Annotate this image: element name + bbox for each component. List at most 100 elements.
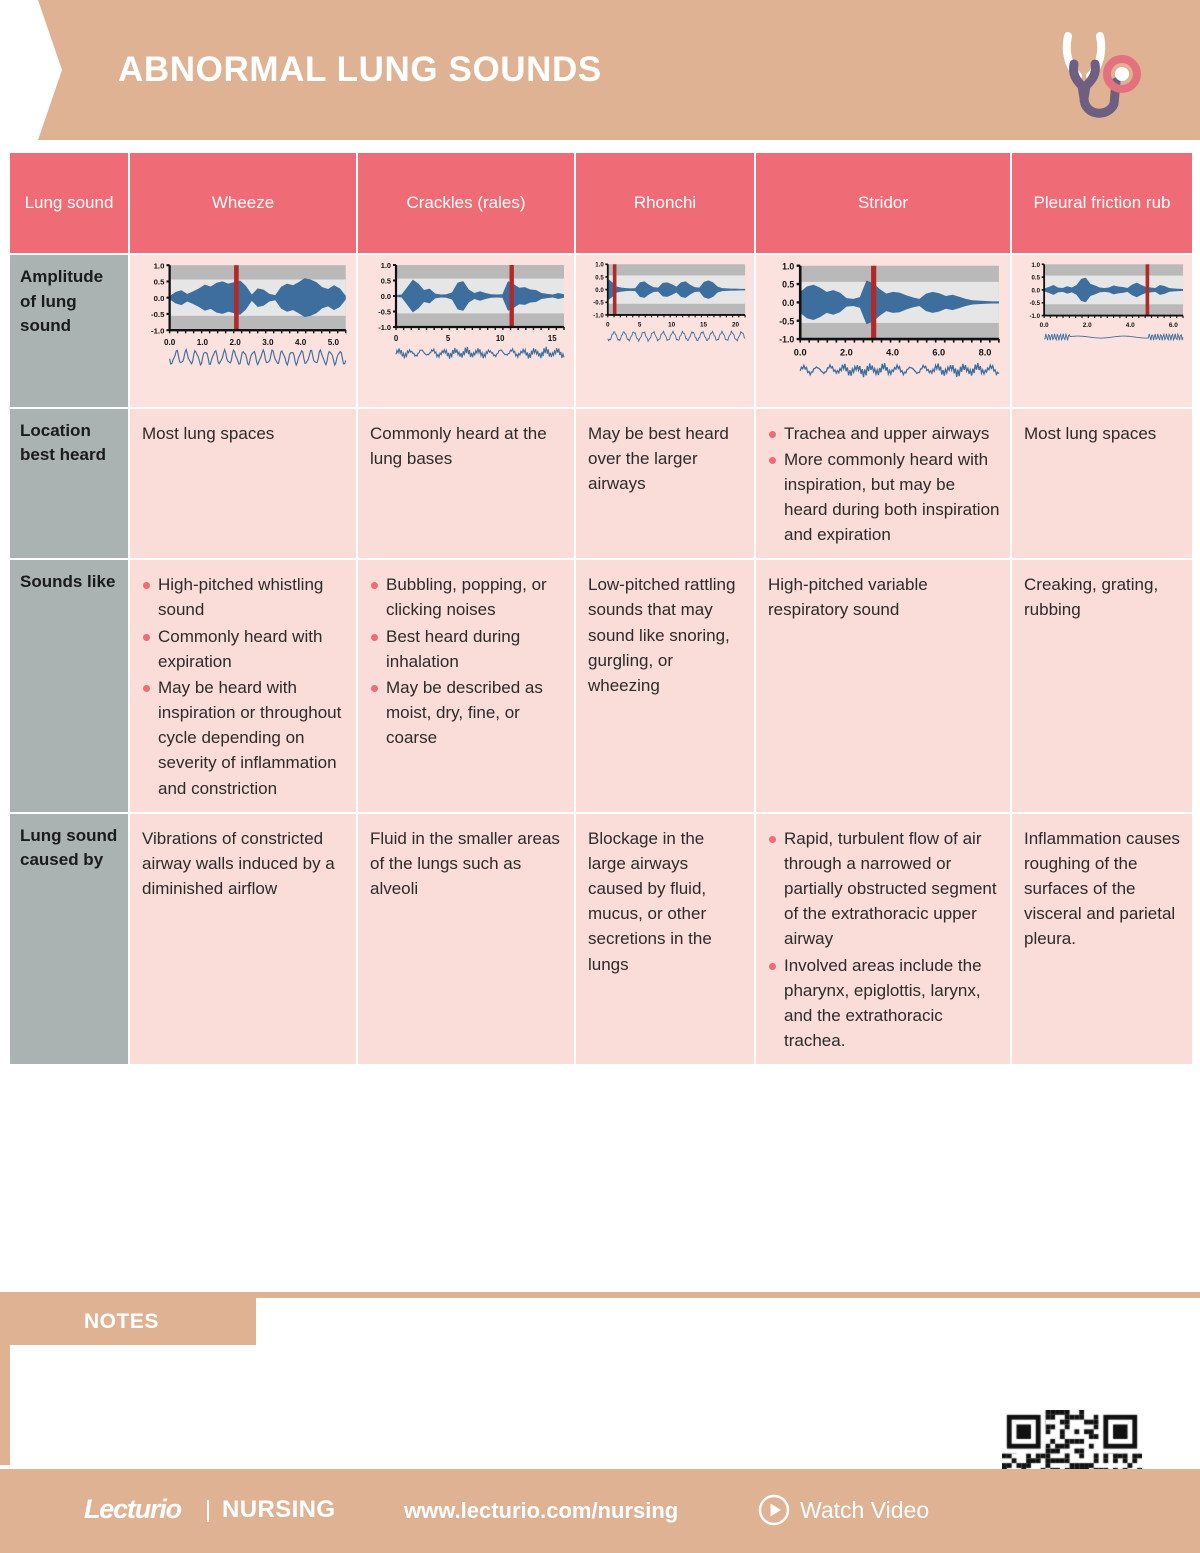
list-item: Bubbling, popping, or clicking noises (370, 572, 564, 622)
list-item: Rapid, turbulent flow of air through a n… (768, 826, 1000, 952)
stethoscope-icon (1062, 32, 1141, 118)
svg-text:0.5: 0.5 (381, 277, 391, 286)
column-header-wheeze: Wheeze (130, 153, 356, 253)
list-item: May be described as moist, dry, fine, or… (370, 675, 564, 750)
table-cell-r2-c2: Low-pitched rattling sounds that may sou… (576, 560, 754, 812)
svg-text:-1.0: -1.0 (1029, 313, 1040, 320)
table-cell-r3-c3: Rapid, turbulent flow of air through a n… (756, 813, 1010, 1065)
table-cell-r1-c0: Most lung spaces (130, 408, 356, 559)
column-header-lung-sound: Lung sound (10, 153, 128, 253)
list-item: More commonly heard with inspiration, bu… (768, 447, 1000, 548)
page-footer (0, 1469, 1200, 1553)
svg-text:5.0: 5.0 (328, 338, 340, 347)
play-circle-icon[interactable] (758, 1494, 790, 1526)
svg-text:5: 5 (638, 321, 642, 328)
page-header: ABNORMAL LUNG SOUNDS (0, 0, 1200, 140)
svg-text:-0.5: -0.5 (779, 316, 794, 326)
svg-text:5: 5 (446, 334, 451, 343)
svg-text:-0.5: -0.5 (593, 301, 604, 307)
table-cell-r1-c2: May be best heard over the larger airway… (576, 408, 754, 559)
header-arrow-notch (0, 0, 62, 140)
svg-text:6.0: 6.0 (1169, 322, 1178, 329)
svg-text:-1.0: -1.0 (593, 313, 604, 319)
svg-text:0.0: 0.0 (782, 298, 794, 308)
cell-text: Fluid in the smaller areas of the lungs … (370, 828, 560, 899)
cell-text: Commonly heard at the lung bases (370, 423, 547, 468)
row-label-sounds-like: Sounds like (10, 560, 128, 812)
page-title: ABNORMAL LUNG SOUNDS (118, 50, 602, 89)
brand-nursing-label: NURSING (222, 1496, 336, 1523)
svg-text:1.0: 1.0 (782, 261, 794, 271)
table-cell-r2-c3: High-pitched variable respiratory sound (756, 560, 1010, 812)
lung-sounds-table: Lung sound Wheeze Crackles (rales) Rhonc… (10, 153, 1192, 1065)
notes-label: NOTES (84, 1310, 159, 1333)
svg-text:0.0: 0.0 (1040, 322, 1049, 329)
svg-text:-1.0: -1.0 (779, 335, 794, 345)
svg-text:8.0: 8.0 (979, 348, 992, 358)
table-cell-r3-c2: Blockage in the large airways caused by … (576, 813, 754, 1065)
svg-text:15: 15 (548, 334, 557, 343)
svg-text:0.5: 0.5 (782, 280, 794, 290)
table-cell-r3-c0: Vibrations of constricted airway walls i… (130, 813, 356, 1065)
svg-text:0.0: 0.0 (154, 294, 165, 303)
column-header-stridor: Stridor (756, 153, 1010, 253)
svg-text:6.0: 6.0 (932, 348, 945, 358)
column-header-pleural-friction-rub: Pleural friction rub (1012, 153, 1192, 253)
svg-text:0.0: 0.0 (794, 348, 807, 358)
svg-text:1.0: 1.0 (197, 338, 209, 347)
table-cell-r2-c4: Creaking, grating, rubbing (1012, 560, 1192, 812)
cell-text: Most lung spaces (142, 423, 275, 443)
svg-text:10: 10 (496, 334, 505, 343)
cell-text: Inflammation causes roughing of the surf… (1024, 828, 1180, 949)
svg-text:0.0: 0.0 (381, 292, 391, 301)
svg-text:4.0: 4.0 (295, 338, 307, 347)
list-item: Involved areas include the pharynx, epig… (768, 953, 1000, 1054)
watch-video-link[interactable]: Watch Video (800, 1497, 930, 1523)
svg-text:0: 0 (606, 321, 610, 328)
bullet-list: Rapid, turbulent flow of air through a n… (768, 826, 1000, 1053)
cell-text: High-pitched variable respiratory sound (768, 575, 928, 620)
svg-text:15: 15 (700, 321, 708, 328)
svg-text:2.0: 2.0 (229, 338, 241, 347)
svg-text:0.5: 0.5 (154, 278, 165, 287)
table-cell-r3-c1: Fluid in the smaller areas of the lungs … (358, 813, 574, 1065)
table-cell-r3-c4: Inflammation causes roughing of the surf… (1012, 813, 1192, 1065)
svg-text:0.0: 0.0 (164, 338, 176, 347)
brand-separator: | (205, 1496, 211, 1522)
svg-text:0.0: 0.0 (595, 288, 604, 294)
footer-url[interactable]: www.lecturio.com/nursing (404, 1498, 679, 1523)
svg-text:0.0: 0.0 (1031, 287, 1040, 294)
svg-text:-1.0: -1.0 (378, 323, 391, 332)
svg-text:-1.0: -1.0 (151, 326, 164, 335)
row-label-lung-sound-caused-by: Lung sound caused by (10, 813, 128, 1065)
cell-text: Vibrations of constricted airway walls i… (142, 828, 335, 899)
svg-text:4.0: 4.0 (886, 348, 899, 358)
notes-top-strip (0, 1292, 1200, 1298)
svg-text:10: 10 (668, 321, 676, 328)
svg-text:1.0: 1.0 (381, 261, 391, 270)
svg-text:1.0: 1.0 (154, 261, 165, 270)
svg-text:0.5: 0.5 (1031, 275, 1040, 282)
svg-text:4.0: 4.0 (1126, 322, 1135, 329)
svg-text:0.5: 0.5 (595, 275, 604, 281)
cell-text: May be best heard over the larger airway… (588, 423, 729, 493)
list-item: May be heard with inspiration or through… (142, 675, 346, 801)
cell-text: Blockage in the large airways caused by … (588, 828, 712, 974)
svg-text:-0.5: -0.5 (151, 310, 165, 319)
row-label-amplitude-of-lung-sound: Amplitude of lung sound (10, 255, 128, 407)
lecturio-logo: Lecturio (84, 1494, 182, 1524)
svg-text:2.0: 2.0 (840, 348, 853, 358)
svg-text:0: 0 (394, 334, 399, 343)
